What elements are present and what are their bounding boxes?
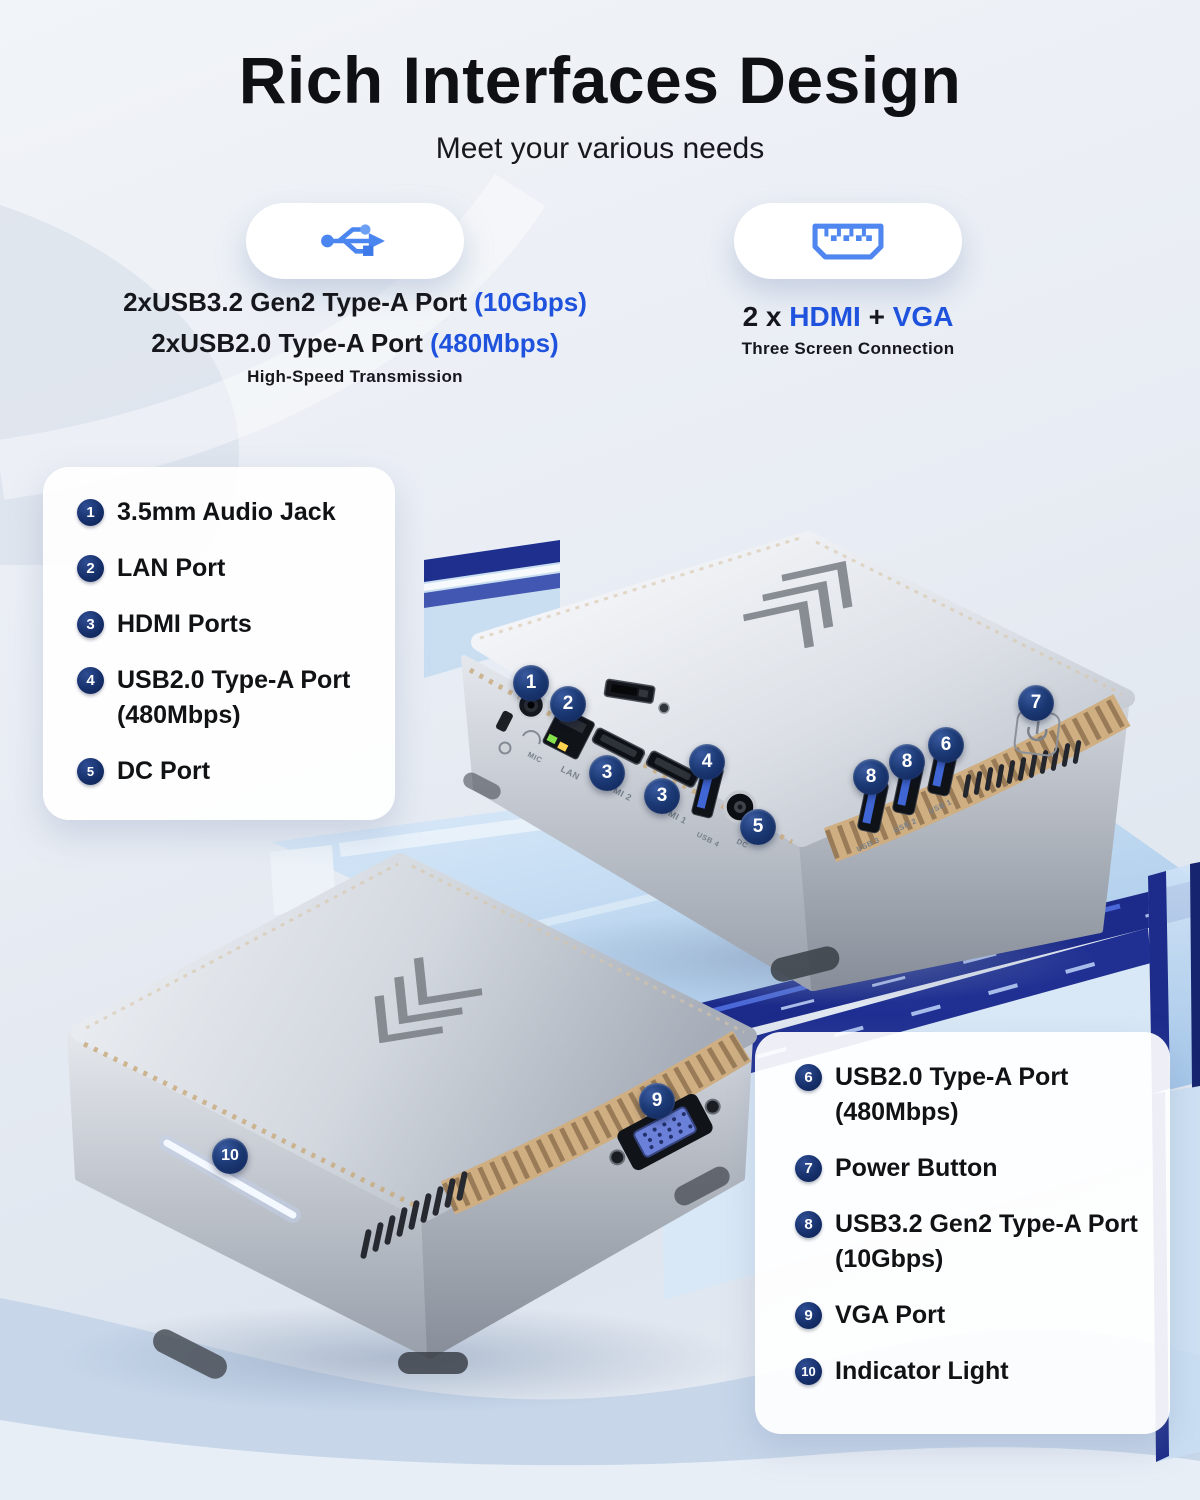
- indicator-light: [163, 1139, 297, 1219]
- hdmi2-port: [591, 727, 646, 765]
- top-slot: [603, 678, 656, 704]
- badge-8a: 8: [853, 759, 889, 795]
- display-line: 2 x HDMI + VGA: [742, 301, 954, 332]
- power-icon: [1027, 726, 1048, 742]
- front-vents: [360, 1171, 468, 1259]
- header: Rich Interfaces Design Meet your various…: [0, 42, 1200, 166]
- badge-1: 1: [513, 665, 549, 701]
- usb-line-2: 2xUSB2.0 Type-A Port (480Mbps): [151, 328, 559, 358]
- item-number-badge: 6: [795, 1064, 822, 1091]
- item-number-badge: 9: [795, 1302, 822, 1329]
- badge-3a: 3: [589, 755, 625, 791]
- item-number-badge: 1: [77, 499, 104, 526]
- badge-4: 4: [689, 744, 725, 780]
- usb-caption: High-Speed Transmission: [247, 367, 463, 386]
- item-number-badge: 2: [77, 555, 104, 582]
- badge-7: 7: [1018, 685, 1054, 721]
- hdmi-feature-pill: [734, 203, 962, 279]
- hdmi-port-icon: [812, 223, 884, 260]
- item-number-badge: 10: [795, 1358, 822, 1385]
- vga-port: [609, 1093, 721, 1171]
- page-title: Rich Interfaces Design: [238, 43, 962, 117]
- badge-2: 2: [550, 686, 586, 722]
- badge-10: 10: [212, 1138, 248, 1174]
- brand-logo-icon: [374, 957, 483, 1044]
- usb-line-1: 2xUSB3.2 Gen2 Type-A Port (10Gbps): [123, 287, 587, 317]
- lock-icon: [498, 741, 512, 755]
- kensington-slot: [496, 710, 513, 732]
- item-number-badge: 7: [795, 1155, 822, 1182]
- usb-feature-pill: [246, 203, 464, 279]
- badge-3b: 3: [644, 778, 680, 814]
- headset-icon: [522, 730, 541, 745]
- hdmi1-port: [645, 750, 700, 788]
- front-mini-pc: [67, 853, 757, 1379]
- display-caption: Three Screen Connection: [741, 339, 955, 358]
- item-number-badge: 8: [795, 1211, 822, 1238]
- feature-usb: 2xUSB3.2 Gen2 Type-A Port (10Gbps) 2xUSB…: [95, 203, 615, 387]
- item-number-badge: 3: [77, 611, 104, 638]
- page-subtitle: Meet your various needs: [435, 132, 765, 165]
- feature-display: 2 x HDMI + VGA Three Screen Connection: [638, 203, 1058, 359]
- badge-5: 5: [740, 809, 776, 845]
- brand-logo-icon: [743, 560, 853, 649]
- rear-mini-pc: MIC LAN HDMI 2: [461, 531, 1135, 991]
- badge-9: 9: [639, 1083, 675, 1119]
- badge-8b: 8: [889, 744, 925, 780]
- item-number-badge: 4: [77, 667, 104, 694]
- usb-icon: [321, 224, 385, 256]
- item-number-badge: 5: [77, 758, 104, 785]
- side-vents: [962, 740, 1082, 798]
- badge-6: 6: [928, 727, 964, 763]
